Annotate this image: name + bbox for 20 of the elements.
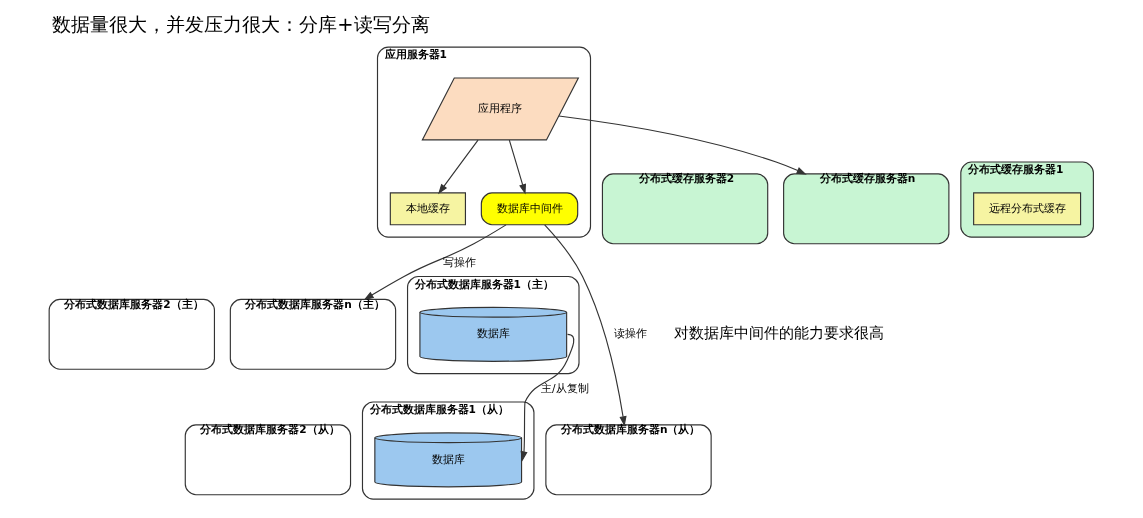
node-box: 本地缓存: [389, 192, 466, 226]
arrow: [508, 139, 526, 195]
node-box: 分布式数据库服务器2（主）: [48, 298, 215, 370]
node-box: 分布式缓存服务器n: [783, 173, 950, 245]
node-box: 分布式缓存服务器2: [601, 173, 769, 245]
edge-label: 主/从复制: [541, 381, 589, 394]
node-box: 数据库中间件: [480, 192, 579, 226]
node-box: 分布式数据库服务器n（主）: [229, 298, 397, 370]
node-box: 分布式数据库服务器n（从）: [545, 424, 712, 496]
arrow: [544, 224, 627, 427]
label: 对数据库中间件的能力要求很高: [673, 323, 884, 342]
arrow: [558, 115, 807, 175]
arrow: [363, 224, 507, 301]
arrow: [520, 333, 575, 462]
edge-label: 写操作: [442, 256, 476, 269]
node-box: 分布式数据库服务器2（从）: [184, 424, 352, 496]
diagram-title: 数据量很大，并发压力很大：分库+读写分离: [52, 12, 430, 36]
node-box: 远程分布式缓存: [973, 192, 1082, 226]
edge-label: 读操作: [614, 327, 648, 340]
arrow: [438, 139, 479, 195]
